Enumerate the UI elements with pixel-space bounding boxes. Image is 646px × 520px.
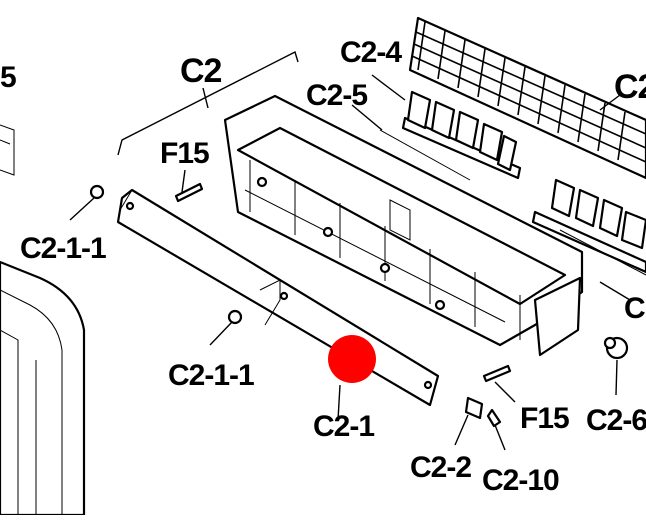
label-f15-top: F15 bbox=[160, 137, 209, 170]
outer-unit-housing bbox=[0, 124, 86, 517]
label-c2-2: C2-2 bbox=[410, 451, 471, 484]
label-c2-5: C2-5 bbox=[306, 79, 367, 112]
fasteners bbox=[89, 182, 629, 428]
louver-assembly-lower bbox=[531, 178, 646, 276]
louver-assembly-upper bbox=[379, 90, 522, 181]
label-c2-1: C2-1 bbox=[313, 410, 374, 443]
top-grille bbox=[408, 16, 646, 180]
label-c2-4: C2-4 bbox=[340, 36, 402, 69]
label-c2-10: C2-10 bbox=[482, 464, 559, 497]
label-c2-partial-left: 5 bbox=[0, 61, 16, 94]
label-c2-6: C2-6 bbox=[586, 404, 646, 437]
red-marker-dot bbox=[328, 335, 376, 383]
label-c2-1-1-left: C2-1-1 bbox=[20, 232, 106, 265]
leader-lines bbox=[69, 50, 631, 451]
label-c-partial-right: C bbox=[624, 292, 645, 325]
label-c2-partial-top: C2 bbox=[614, 68, 646, 106]
label-c2: C2 bbox=[180, 52, 222, 90]
main-chassis bbox=[223, 94, 584, 357]
label-f15-bottom: F15 bbox=[520, 402, 569, 435]
label-c2-1-1-mid: C2-1-1 bbox=[168, 359, 254, 392]
